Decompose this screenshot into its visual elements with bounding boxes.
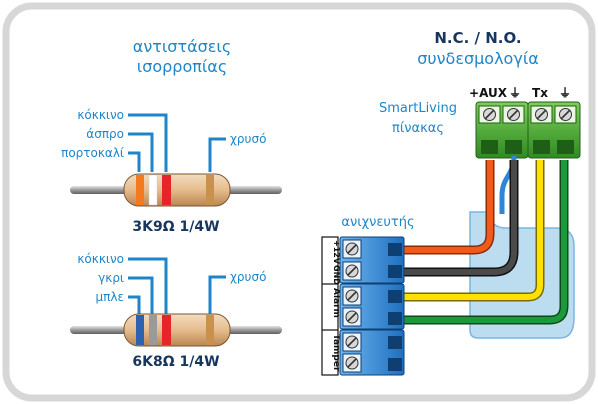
detector-housing (469, 211, 575, 339)
resistor2-lead-right (222, 326, 282, 334)
resistor1-band-1 (136, 175, 144, 205)
detector-terminal-tamper: Tamper (331, 334, 341, 372)
right-title-line2: συνδεσμολογία (417, 49, 539, 68)
resistor-2: κόκκινο γκρι μπλε χρυσό 6K8Ω 1/4W (70, 252, 282, 370)
wire-alarm (404, 160, 543, 300)
detector-terminal-block-alarm (339, 283, 405, 330)
resistor-1: κόκκινο άσπρο πορτοκαλί χρυσό 3K9Ω 1/4W (61, 108, 282, 235)
wire-aux (404, 160, 493, 253)
resistor1-tolerance-label: χρυσό (230, 132, 266, 146)
resistor2-tolerance-label: χρυσό (230, 270, 266, 284)
detector-terminal-block-power (339, 236, 405, 284)
resistor1-leader-3 (128, 113, 168, 172)
resistor1-band-2 (148, 174, 158, 206)
panel-terminal-block-2 (527, 101, 581, 159)
detector-terminal-block-tamper (339, 329, 405, 376)
left-title-line1: αντιστάσεις (133, 37, 231, 56)
panel-terminal-gnd1: ⏚ (509, 86, 521, 100)
panel-terminal-block-1 (475, 101, 529, 159)
resistor1-value: 3K9Ω 1/4W (132, 219, 219, 235)
resistor1-band-tol (206, 175, 214, 205)
detector-label: ανιχνευτής (341, 215, 414, 230)
resistor2-band-tol (206, 315, 214, 345)
resistor1-lead-right (222, 186, 282, 194)
resistor2-lead-left (70, 326, 130, 334)
resistor1-leader-1 (128, 151, 141, 172)
panel-terminal-aux: +AUX (469, 86, 508, 100)
resistor1-band-label-2: άσπρο (86, 127, 124, 141)
resistor2-band-label-2: γκρι (98, 271, 124, 285)
panel-label-line1: SmartLiving (379, 101, 457, 116)
resistor2-band-label-1: μπλε (96, 290, 124, 304)
resistor1-leader-2 (128, 132, 154, 172)
resistor1-lead-left (70, 186, 130, 194)
resistor2-band-label-3: κόκκινο (77, 252, 124, 266)
resistor2-leader-3 (128, 257, 168, 318)
panel-terminal-gnd2: ⏚ (559, 86, 571, 100)
panel-terminal-tx: Tx (532, 86, 548, 100)
resistor1-band-label-1: πορτοκαλί (61, 146, 124, 160)
right-title-line1: N.C. / N.O. (434, 29, 521, 47)
resistor2-value: 6K8Ω 1/4W (132, 354, 219, 370)
resistor1-band-label-3: κόκκινο (77, 108, 124, 122)
resistor2-leader-2 (128, 276, 154, 318)
resistor1-band-3 (162, 175, 171, 205)
panel-label-line2: πίνακας (392, 121, 444, 136)
resistor2-leader-1 (128, 295, 141, 318)
wire-gnd (404, 160, 517, 275)
detector-terminal-12v: +12V (332, 240, 341, 265)
wire-tamper (404, 160, 567, 323)
resistor2-leader-tol (208, 275, 226, 318)
detector-label-strip (321, 236, 339, 376)
left-title-line2: ισορροπίας (137, 57, 227, 76)
resistor2-band-1 (136, 315, 144, 345)
resistor1-leader-tol (208, 137, 226, 172)
resistor2-band-3 (162, 315, 171, 345)
detector-terminal-gnd: GND (332, 265, 341, 285)
resistor2-band-2 (149, 315, 157, 345)
detector-terminal-alarm: Alarm (331, 288, 341, 318)
